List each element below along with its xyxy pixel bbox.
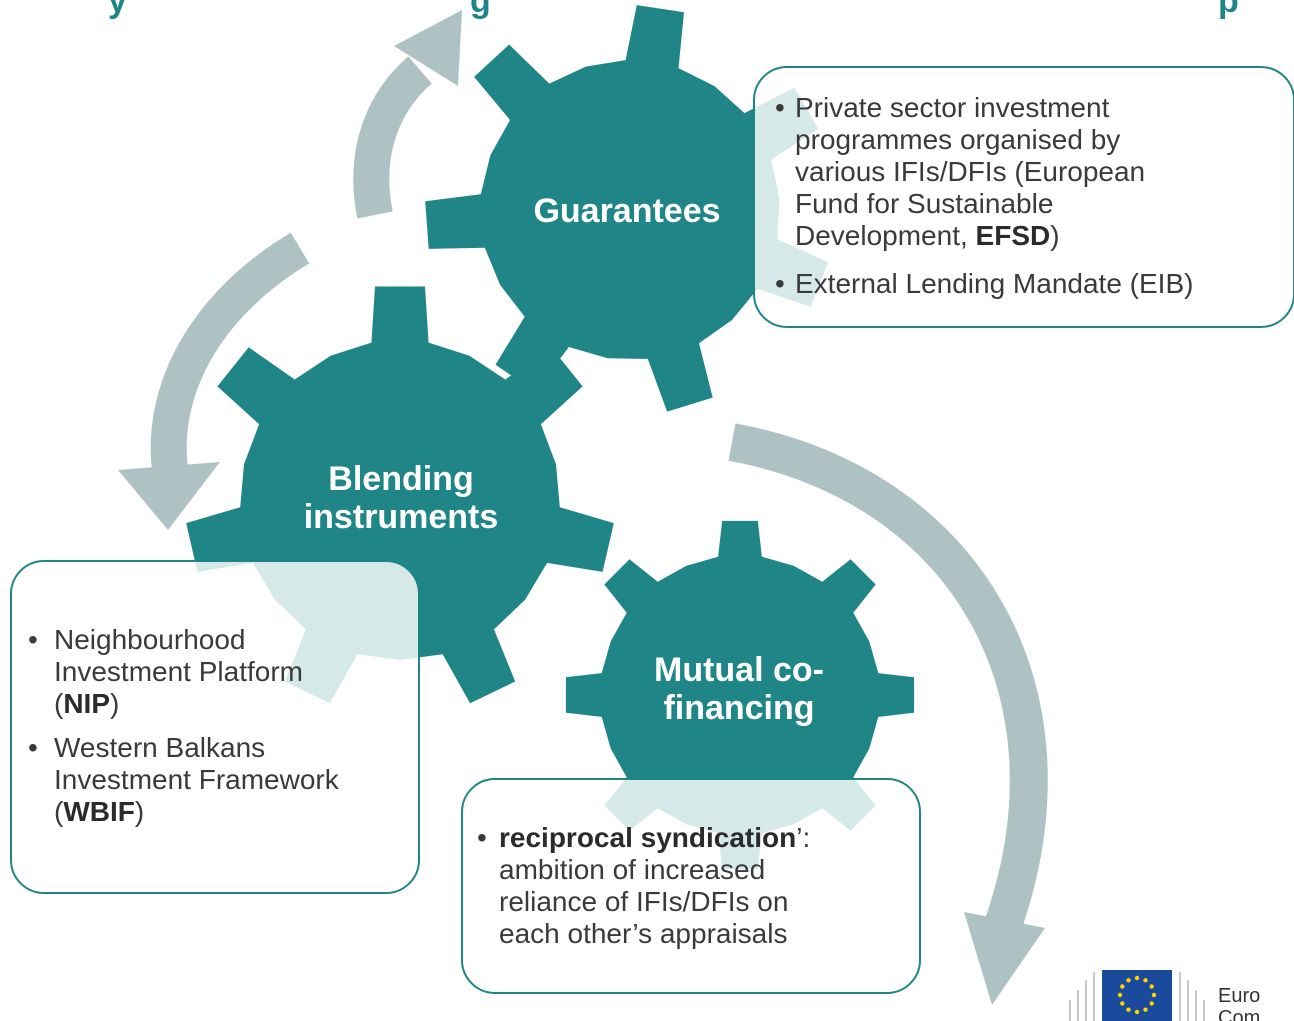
gear-label-mutual-2: financing <box>663 689 814 727</box>
mutual-box: • reciprocal syndication’: ambition of i… <box>461 778 921 994</box>
text-fragment: ( <box>54 796 64 827</box>
gear-guarantees <box>425 5 829 412</box>
nip-bold: NIP <box>63 688 111 719</box>
blending-bullet-2: • Western Balkans Investment Framework (… <box>28 732 408 828</box>
title-fragment: y <box>108 0 127 20</box>
text-line: Private sector investment <box>795 92 1110 123</box>
arrow-right-head <box>964 912 1045 1005</box>
eu-star <box>1117 992 1123 998</box>
guarantees-box: • Private sector investment programmes o… <box>753 66 1294 328</box>
text-line: programmes organised by <box>795 124 1121 155</box>
text-fragment: ) <box>134 796 145 827</box>
eu-star <box>1126 978 1131 983</box>
text-fragment: Development, <box>795 220 976 251</box>
text-line: Neighbourhood <box>54 624 246 655</box>
eu-star <box>1149 1001 1154 1006</box>
gear-label-mutual-1: Mutual co- <box>654 651 824 689</box>
wbif-bold: WBIF <box>63 796 135 827</box>
text-line: ambition of increased <box>499 854 766 885</box>
mutual-bullet-1: • reciprocal syndication’: ambition of i… <box>477 822 907 950</box>
blending-box: • Neighbourhood Investment Platform (NIP… <box>10 560 420 894</box>
text-line: Investment Framework <box>54 764 339 795</box>
guarantees-bullet-2: • External Lending Mandate (EIB) <box>775 268 1285 300</box>
guarantees-bullet-1: • Private sector investment programmes o… <box>775 92 1285 252</box>
reciprocal-syndication-bold: reciprocal syndication <box>499 822 797 853</box>
gear-label-guarantees: Guarantees <box>533 192 720 230</box>
text-line: various IFIs/DFIs (European <box>795 156 1146 187</box>
logo-text-line2: Com <box>1218 1007 1260 1021</box>
text-line: reliance of IFIs/DFIs on <box>499 886 789 917</box>
title-fragment: g <box>470 0 491 20</box>
eu-star <box>1151 992 1157 998</box>
text-fragment: ’: <box>796 822 811 853</box>
eu-logo: Euro Com <box>1069 970 1260 1021</box>
eu-star <box>1134 1009 1140 1015</box>
eu-star <box>1143 978 1148 983</box>
text-fragment: ) <box>1050 220 1060 251</box>
arrow-top-head <box>394 10 462 86</box>
blending-bullet-1: • Neighbourhood Investment Platform (NIP… <box>28 624 408 720</box>
eu-star <box>1149 984 1154 989</box>
text-line: Investment Platform <box>54 656 303 687</box>
arrow-top <box>353 56 433 219</box>
text-fragment: ( <box>54 688 64 719</box>
title-fragment: p <box>1218 0 1239 20</box>
text-line: each other’s appraisals <box>499 918 788 949</box>
text-line: Western Balkans <box>54 732 266 763</box>
arrow-left-head <box>118 462 220 530</box>
arrow-left <box>150 232 310 473</box>
gear-label-blending-1: Blending <box>328 460 473 498</box>
eu-star <box>1134 975 1140 981</box>
eu-star <box>1143 1007 1148 1012</box>
logo-text-line1: Euro <box>1218 985 1260 1007</box>
efsd-bold: EFSD <box>975 220 1051 251</box>
eu-star <box>1120 1001 1125 1006</box>
arrow-right <box>728 423 1048 932</box>
eu-star <box>1120 984 1125 989</box>
eu-stars <box>1117 975 1157 1015</box>
gear-label-blending-2: instruments <box>304 498 499 536</box>
text-line: Fund for Sustainable <box>795 188 1054 219</box>
eu-star <box>1126 1007 1131 1012</box>
text-line: External Lending Mandate (EIB) <box>795 268 1194 299</box>
text-fragment: ) <box>110 688 120 719</box>
